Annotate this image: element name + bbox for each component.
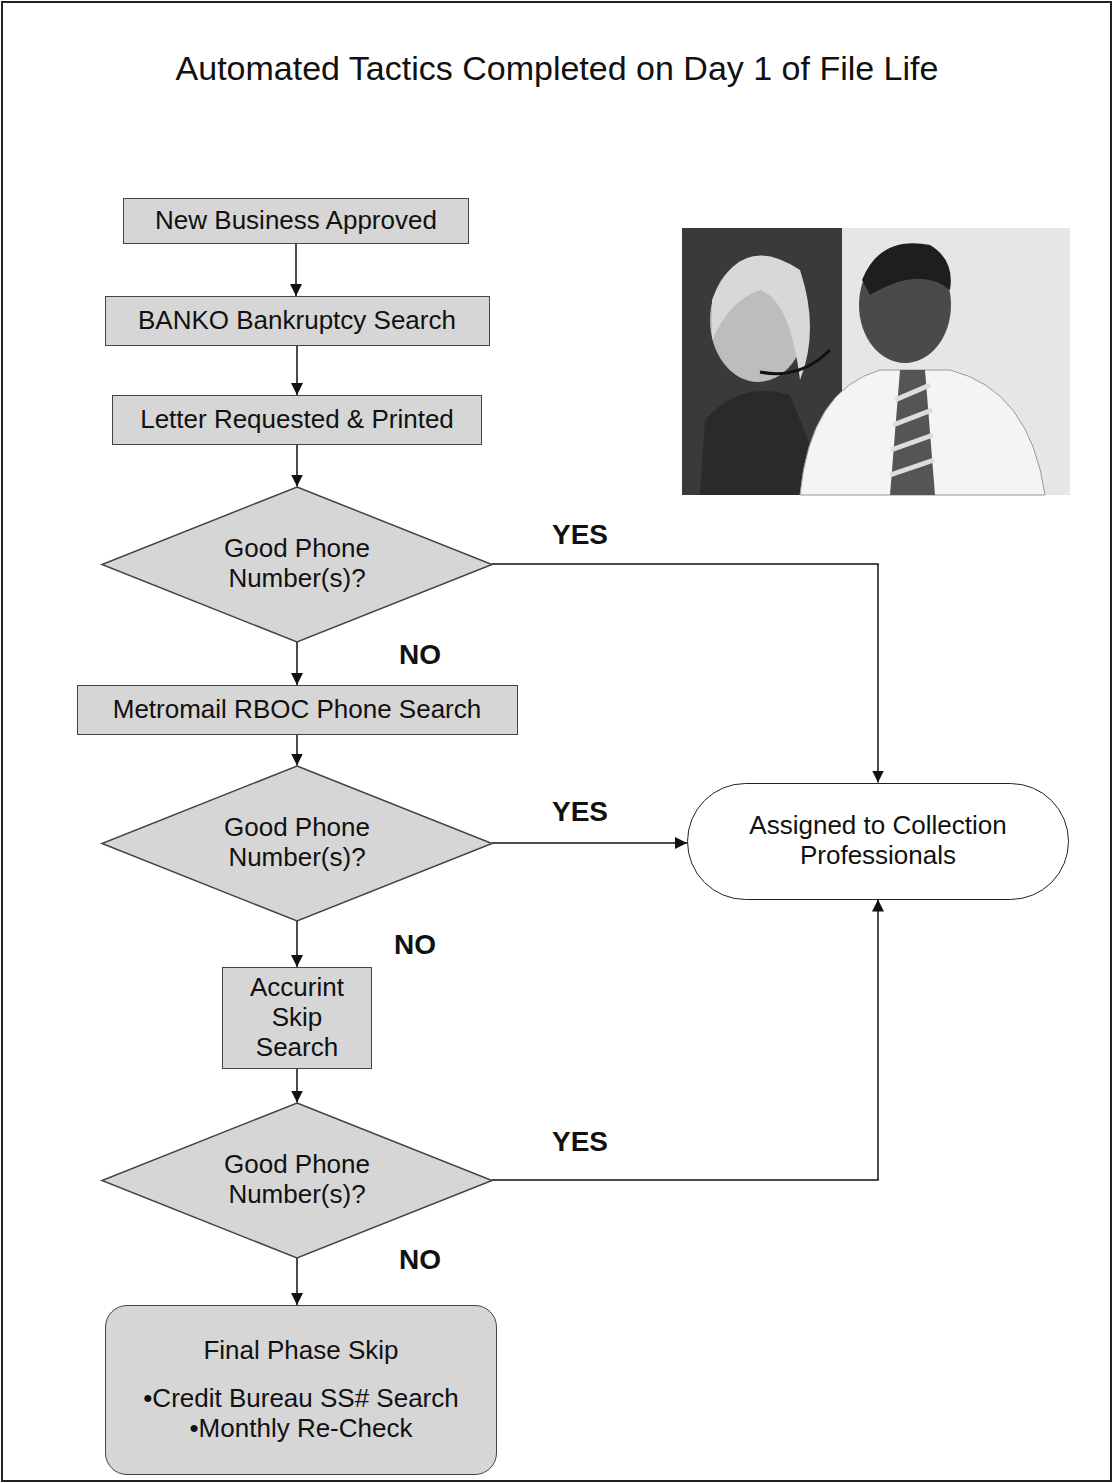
woman-hair (712, 255, 810, 380)
decision-diamond: Good Phone Number(s)? (102, 487, 492, 642)
flow-arrow (296, 642, 298, 686)
flow-arrow (492, 842, 687, 844)
flow-arrow (296, 1069, 298, 1103)
node-text: Good Phone Number(s)? (207, 534, 387, 594)
terminal-box: Assigned to Collection Professionals (687, 783, 1069, 900)
flow-arrow (296, 445, 298, 487)
decision-diamond: Good Phone Number(s)? (102, 766, 492, 921)
branch-label: YES (549, 519, 611, 551)
process-box: BANKO Bankruptcy Search (105, 296, 490, 346)
flow-arrow (492, 564, 878, 783)
node-text: Good Phone Number(s)? (207, 813, 387, 873)
branch-label: NO (396, 1244, 444, 1276)
process-box: Metromail RBOC Phone Search (77, 685, 518, 735)
branch-label: YES (549, 1126, 611, 1158)
flow-arrow (296, 735, 298, 766)
node-text: Good Phone Number(s)? (207, 1150, 387, 1210)
node-text: BANKO Bankruptcy Search (138, 306, 456, 336)
diagram-title: Automated Tactics Completed on Day 1 of … (176, 49, 939, 88)
flow-arrow (296, 1258, 298, 1306)
node-text: New Business Approved (155, 206, 437, 236)
decision-diamond: Good Phone Number(s)? (102, 1103, 492, 1258)
man-shirt (800, 370, 1045, 495)
flow-arrow (492, 900, 878, 1181)
process-box: Accurint Skip Search (222, 967, 372, 1069)
branch-label: NO (396, 639, 444, 671)
flow-arrow (296, 921, 298, 968)
branch-label: NO (391, 929, 439, 961)
flow-arrow (295, 244, 297, 296)
tie-stripes (890, 385, 934, 475)
flow-arrow (296, 346, 298, 395)
process-box: Letter Requested & Printed (112, 395, 482, 445)
node-text: Accurint Skip Search (233, 973, 361, 1063)
node-text: Assigned to Collection Professionals (718, 811, 1038, 871)
headset (760, 350, 830, 374)
photo-ground (682, 228, 1070, 495)
node-text: Final Phase Skip (203, 1336, 398, 1366)
man-hair (862, 243, 951, 295)
branch-label: YES (549, 796, 611, 828)
node-text: Metromail RBOC Phone Search (113, 695, 481, 725)
node-text: Letter Requested & Printed (140, 405, 454, 435)
bullet-text: •Credit Bureau SS# Search (143, 1384, 459, 1414)
final-box: Final Phase Skip •Credit Bureau SS# Searc… (105, 1305, 497, 1475)
bullet-text: •Monthly Re-Check (190, 1414, 413, 1444)
photo-illustration (682, 228, 1070, 495)
process-box: New Business Approved (123, 198, 469, 244)
man-tie (890, 370, 935, 495)
